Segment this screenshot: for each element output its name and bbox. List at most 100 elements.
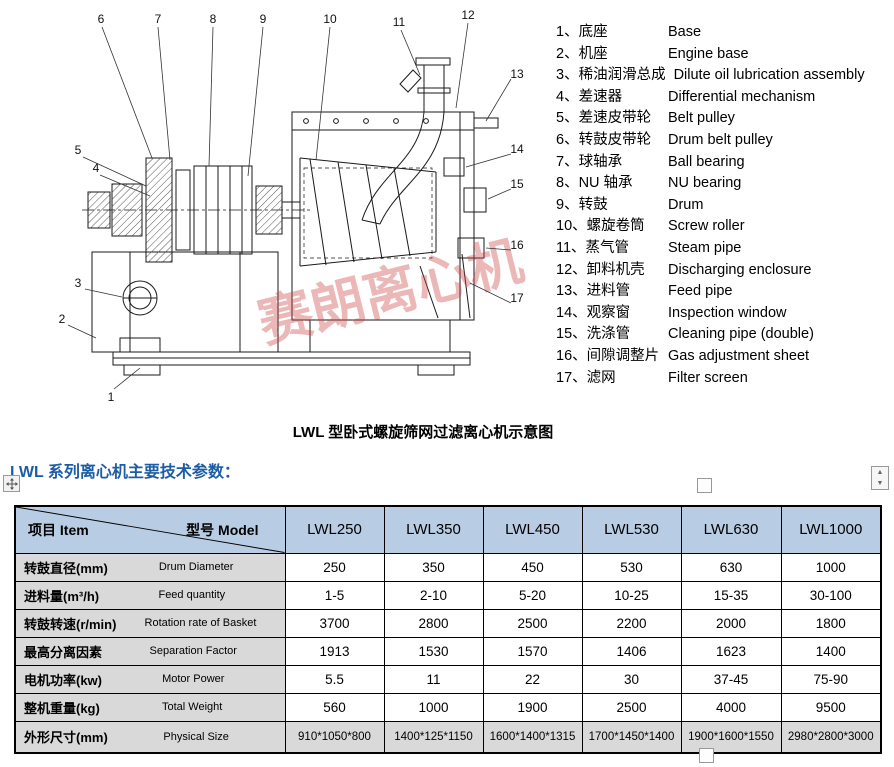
parameters-table: 项目 Item 型号 Model LWL250 LWL350 LWL450 LW… [14,505,882,754]
part-name-zh: 10、螺旋卷筒 [556,218,645,235]
callout-number: 13 [510,67,524,81]
diagram-caption: LWL 型卧式螺旋筛网过滤离心机示意图 [292,424,554,441]
part-name-en: Cleaning pipe (double) [668,326,814,343]
part-name-zh: 2、机座 [556,45,608,62]
callout-number: 10 [323,12,337,26]
part-name-en: Engine base [668,45,749,62]
table-row: 电机功率(kw)Motor Power 5.5 11 22 30 37-45 7… [14,664,882,694]
part-name-en: Screw roller [668,218,745,235]
table-cell: 1570 [482,636,583,666]
table-cell: 1913 [284,636,385,666]
part-name-zh: 14、观察窗 [556,304,631,321]
part-name-zh: 12、卸料机壳 [556,261,645,278]
parts-list-item: 8、NU 轴承 NU bearing [556,173,894,195]
table-cell: 11 [383,664,484,694]
callout-number: 5 [75,143,82,157]
callout-number: 1 [108,390,115,404]
parts-list-item: 2、机座 Engine base [556,44,894,66]
part-name-en: Dilute oil lubrication assembly [673,67,865,84]
part-name-en: Base [668,24,702,40]
table-cell: 2980*2800*3000 [780,720,882,754]
part-name-en: Discharging enclosure [668,261,812,278]
section-heading: LWL 系列离心机主要技术参数： [10,464,240,481]
table-cell: 3700 [284,608,385,638]
table-cell: 1000 [780,552,882,582]
model-column-header: LWL530 [581,505,682,554]
table-cell: 1600*1400*1315 [482,720,583,754]
table-row: 转鼓转速(r/min)Rotation rate of Basket 3700 … [14,608,882,638]
callout-number: 4 [93,161,100,175]
scroll-handle[interactable]: ▲ ▼ [871,466,889,490]
diagonal-divider [16,507,285,553]
callout-number: 11 [393,15,406,29]
part-name-zh: 3、稀油润滑总成 [556,67,666,84]
anchor-box-bottom[interactable] [699,748,714,763]
part-name-zh: 15、洗涤管 [556,326,631,343]
watermark: 赛朗离心机 [252,231,528,355]
table-cell: 22 [482,664,583,694]
row-label-cell: 外形尺寸(mm)Physical Size [14,720,286,754]
row-label-cell: 进料量(m³/h)Feed quantity [14,580,286,610]
table-cell: 2000 [680,608,782,638]
table-cell: 2500 [482,608,583,638]
callout-number: 3 [75,276,82,290]
table-cell: 630 [680,552,782,582]
part-name-en: NU bearing [668,175,742,192]
table-row: 转鼓直径(mm)Drum Diameter 250 350 450 530 63… [14,552,882,582]
part-name-zh: 8、NU 轴承 [556,175,633,192]
corner-model-label: 型号 Model [186,521,259,538]
table-cell: 560 [284,692,385,722]
table-cell: 37-45 [680,664,782,694]
callout-number: 8 [210,12,217,26]
callout-number: 7 [155,12,162,26]
table-cell: 5.5 [284,664,385,694]
table-cell: 1623 [680,636,782,666]
part-name-zh: 5、差速皮带轮 [556,110,652,127]
table-cell: 5-20 [482,580,583,610]
corner-item-label: 项目 Item [28,521,89,538]
part-name-en: Differential mechanism [668,88,816,105]
row-label-en: Physical Size [163,730,229,743]
model-column-header: LWL250 [284,505,385,554]
row-label-cell: 转鼓直径(mm)Drum Diameter [14,552,286,582]
table-cell: 1530 [383,636,484,666]
parts-list-item: 5、差速皮带轮 Belt pulley [556,108,894,130]
table-cell: 910*1050*800 [284,720,385,754]
anchor-box-top[interactable] [697,478,712,493]
table-cell: 9500 [780,692,882,722]
table-cell: 4000 [680,692,782,722]
table-cell: 2200 [581,608,682,638]
up-arrow-icon: ▲ [876,469,884,476]
machine-drawing [82,57,499,376]
centrifuge-diagram: 赛朗离心机 1 2 3 4 5 6 7 [59,8,529,404]
row-label-zh: 进料量(m³/h) [24,588,100,604]
table-cell: 1000 [383,692,484,722]
part-name-en: Gas adjustment sheet [668,347,810,364]
callout-number: 17 [510,291,524,305]
callout-numbers: 1 2 3 4 5 6 7 8 9 10 11 12 13 14 15 16 1… [59,8,524,404]
table-cell: 1900 [482,692,583,722]
row-label-cell: 转鼓转速(r/min)Rotation rate of Basket [14,608,286,638]
table-cell: 75-90 [780,664,882,694]
table-row: 外形尺寸(mm)Physical Size 910*1050*800 1400*… [14,720,882,754]
part-name-en: Belt pulley [668,110,735,127]
row-label-cell: 整机重量(kg)Total Weight [14,692,286,722]
table-cell: 350 [383,552,484,582]
row-label-zh: 转鼓直径(mm) [24,560,108,576]
parts-list-item: 3、稀油润滑总成 Dilute oil lubrication assembly [556,65,894,87]
table-move-handle[interactable] [3,475,20,492]
part-name-en: Filter screen [668,369,748,386]
table-cell: 30 [581,664,682,694]
row-label-cell: 电机功率(kw)Motor Power [14,664,286,694]
row-label-zh: 转鼓转速(r/min) [24,616,117,632]
callout-number: 9 [260,12,267,26]
table-row: 进料量(m³/h)Feed quantity 1-5 2-10 5-20 10-… [14,580,882,610]
